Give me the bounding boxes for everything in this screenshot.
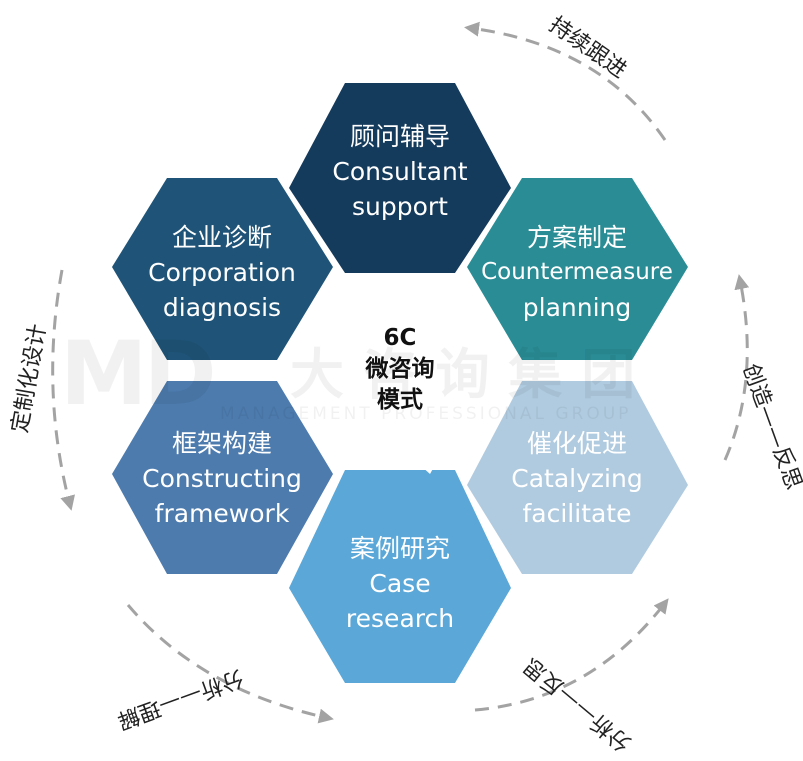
hex-label-case-research: 案例研究 Case research — [290, 531, 510, 636]
hex-label-en-line2: support — [352, 192, 448, 221]
hex-label-zh: 框架构建 — [171, 429, 272, 458]
center-label-line3: 模式 — [377, 387, 423, 413]
center-notch-top — [410, 275, 440, 294]
center-label: 6C 微咨询 模式 — [350, 323, 450, 416]
hexagon-group — [112, 83, 688, 683]
hex-label-en-line1: Consultant — [332, 157, 468, 186]
hex-constructing-framework[interactable] — [112, 381, 333, 574]
hex-label-zh: 方案制定 — [526, 223, 627, 252]
hex-label-en-line1: Corporation — [148, 258, 296, 287]
arrow-bottom-left — [126, 604, 334, 724]
hex-label-consultant-support: 顾问辅导 Consultant support — [290, 119, 510, 224]
hex-label-constructing-framework: 框架构建 Constructing framework — [112, 426, 332, 531]
arrow-bottom-right — [474, 598, 669, 712]
arrow-left — [51, 269, 75, 511]
hex-countermeasure-planning[interactable] — [467, 178, 688, 360]
hex-label-zh: 顾问辅导 — [349, 122, 450, 151]
hex-case-research[interactable] — [289, 470, 511, 683]
hex-label-zh: 企业诊断 — [171, 223, 272, 252]
hex-label-zh: 案例研究 — [349, 534, 450, 563]
hex-label-en-line2: framework — [154, 499, 290, 528]
hex-catalyzing-facilitate[interactable] — [467, 381, 688, 574]
hex-consultant-support[interactable] — [289, 83, 511, 273]
arrow-top-right — [464, 21, 667, 141]
hex-label-en-line1: Constructing — [142, 464, 302, 493]
center-hex-group — [300, 275, 500, 474]
watermark-subtitle: MANAGEMENT PROFESSIONAL GROUP — [220, 404, 632, 424]
hex-label-en-line2: facilitate — [522, 499, 632, 528]
hex-label-en-line2: research — [345, 604, 455, 633]
hex-corporation-diagnosis[interactable] — [112, 178, 333, 360]
hex-label-en-line2: diagnosis — [162, 293, 282, 322]
hex-label-en-line1: Catalyzing — [511, 464, 643, 493]
hex-label-corporation-diagnosis: 企业诊断 Corporation diagnosis — [112, 220, 332, 325]
hex-label-en-line1: Case — [369, 569, 431, 598]
center-label-line2: 微咨询 — [365, 356, 435, 382]
hex-label-en-line2: planning — [522, 293, 632, 322]
center-notch-bottom — [410, 456, 440, 474]
center-hex — [300, 292, 500, 458]
hex-label-catalyzing-facilitate: 催化促进 Catalyzing facilitate — [467, 426, 687, 531]
hex-label-countermeasure-planning: 方案制定 Countermeasure planning — [467, 220, 687, 325]
cycle-arrows — [51, 21, 750, 724]
watermark-logo: MD — [60, 322, 217, 425]
hex-label-en-line1: Countermeasure — [481, 259, 673, 285]
center-label-line1: 6C — [383, 325, 417, 351]
hex-label-zh: 催化促进 — [526, 429, 627, 458]
watermark-name: 大 咨 询 集 团 — [290, 343, 636, 406]
